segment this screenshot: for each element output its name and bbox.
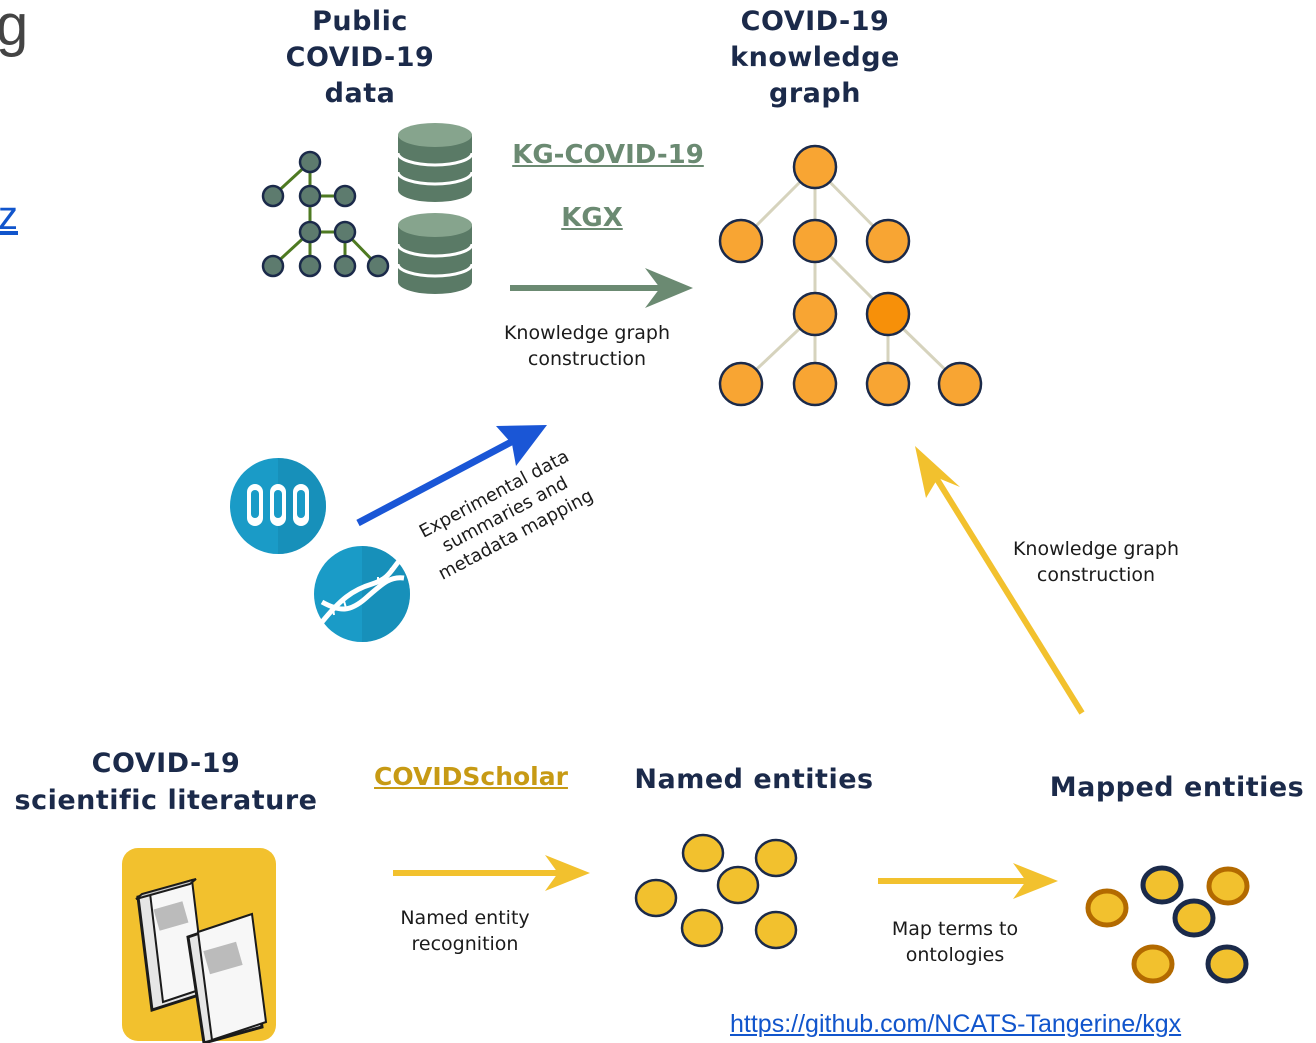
caption-line: Named entity xyxy=(400,907,530,929)
dna-icon xyxy=(314,546,410,642)
named-entities-title: Named entities xyxy=(634,764,874,795)
title-line: knowledge xyxy=(730,42,900,73)
kg-construction-caption: Knowledge graph construction xyxy=(476,320,698,372)
title-line: data xyxy=(324,78,396,109)
tree-icon xyxy=(261,150,390,278)
partial-link-letter[interactable]: z xyxy=(0,194,18,238)
mapped-entities-icon xyxy=(1085,865,1250,984)
caption-line: Knowledge graph xyxy=(1012,538,1180,560)
caption-line: ontologies xyxy=(905,944,1005,966)
public-data-title: Public COVID-19 data xyxy=(240,4,480,112)
title-line: COVID-19 xyxy=(285,42,435,73)
kg-construction-caption-right: Knowledge graph construction xyxy=(985,536,1207,588)
caption-line: construction xyxy=(1036,564,1156,586)
caption-line: recognition xyxy=(411,933,519,955)
knowledge-graph-title: COVID-19 knowledge graph xyxy=(690,4,940,112)
title-line: COVID-19 xyxy=(91,748,241,779)
ner-caption: Named entity recognition xyxy=(372,905,558,957)
kg-covid-link[interactable]: KG-COVID-19 xyxy=(512,140,704,170)
database-icon xyxy=(396,123,474,202)
kgx-github-link[interactable]: https://github.com/NCATS-Tangerine/kgx xyxy=(730,1010,1182,1038)
yellow-diagonal-arrow xyxy=(915,446,1085,715)
named-entities-icon xyxy=(634,833,798,950)
kgx-link[interactable]: KGX xyxy=(561,203,623,233)
title-line: COVID-19 xyxy=(740,6,890,37)
caption-line: Map terms to xyxy=(891,918,1019,940)
covidscholar-link[interactable]: COVIDScholar xyxy=(374,762,568,791)
yellow-arrow-map xyxy=(878,863,1058,899)
mapped-entities-title: Mapped entities xyxy=(1049,772,1305,803)
yellow-arrow-ner xyxy=(393,855,590,891)
caption-line: construction xyxy=(527,348,647,370)
database-icon xyxy=(396,213,474,294)
blue-arrow xyxy=(356,425,547,527)
knowledge-graph-icon xyxy=(718,144,983,407)
map-terms-caption: Map terms to ontologies xyxy=(862,916,1048,968)
title-line: scientific literature xyxy=(14,785,318,816)
caption-line: Knowledge graph xyxy=(503,322,671,344)
test-tubes-icon xyxy=(230,458,326,554)
literature-icon xyxy=(122,848,276,1043)
title-line: Public xyxy=(312,6,408,37)
green-arrow xyxy=(510,268,693,308)
partial-letter-top: g xyxy=(0,0,29,58)
literature-title: COVID-19 scientific literature xyxy=(0,745,332,819)
title-line: graph xyxy=(769,78,861,109)
